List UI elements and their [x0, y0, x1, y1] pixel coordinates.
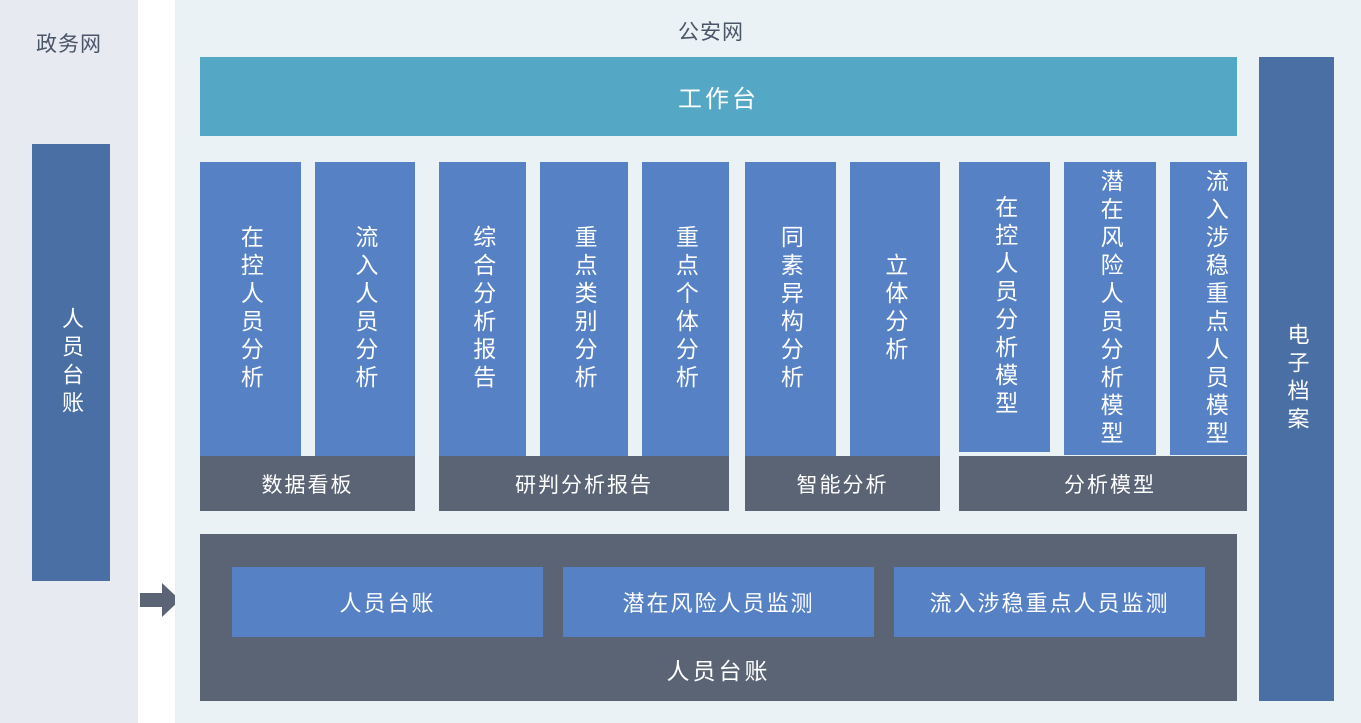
- ledger-box-label: 人员台账: [339, 591, 436, 616]
- government-network-panel: 政务网 人员台账: [0, 0, 138, 723]
- card-label: 流入涉稳重点人员模型: [1202, 168, 1229, 449]
- card-item[interactable]: 流入涉稳重点人员模型: [1169, 162, 1261, 455]
- government-personnel-ledger-box[interactable]: 人员台账: [32, 144, 110, 581]
- card-label: 流入人员分析: [351, 225, 378, 393]
- personnel-ledger-boxes: 人员台账 潜在风险人员监测 流入涉稳重点人员监测: [232, 567, 1205, 637]
- card-label: 立体分析: [881, 253, 908, 365]
- card-item[interactable]: 立体分析: [849, 162, 940, 456]
- group-footer[interactable]: 智能分析: [745, 456, 940, 511]
- card-item[interactable]: 潜在风险人员分析模型: [1064, 162, 1156, 455]
- group-footer-label: 智能分析: [796, 473, 889, 497]
- group-intelligent-analysis: 同素异构分析 立体分析 智能分析: [745, 162, 940, 511]
- group-footer[interactable]: 数据看板: [200, 456, 415, 511]
- electronic-archive-box[interactable]: 电子档案: [1259, 57, 1334, 701]
- capability-groups: 在控人员分析 流入人员分析 数据看板 综合分析报告 重点类别: [200, 162, 1261, 511]
- card-item[interactable]: 综合分析报告: [439, 162, 527, 456]
- group-analysis-model: 在控人员分析模型 潜在风险人员分析模型 流入涉稳重点人员模型 分析模型: [959, 162, 1261, 511]
- ledger-box-label: 流入涉稳重点人员监测: [929, 591, 1170, 616]
- card-item[interactable]: 流入人员分析: [314, 162, 415, 456]
- card-item[interactable]: 在控人员分析: [200, 162, 301, 456]
- card-label: 在控人员分析模型: [991, 195, 1018, 419]
- group-footer-label: 分析模型: [1064, 473, 1156, 497]
- group-footer[interactable]: 研判分析报告: [439, 456, 729, 511]
- ledger-box-item[interactable]: 流入涉稳重点人员监测: [894, 567, 1205, 637]
- public-security-network-panel: 公安网 工作台 在控人员分析 流入人员分析 数据看板: [175, 0, 1261, 723]
- group-cards: 在控人员分析 流入人员分析: [200, 162, 415, 456]
- card-label: 重点个体分析: [672, 225, 699, 393]
- group-cards: 综合分析报告 重点类别分析 重点个体分析: [439, 162, 729, 456]
- card-item[interactable]: 在控人员分析模型: [959, 162, 1051, 452]
- group-footer-label: 研判分析报告: [515, 473, 653, 497]
- group-analysis-report: 综合分析报告 重点类别分析 重点个体分析 研判分析报告: [439, 162, 729, 511]
- personnel-ledger-section: 人员台账 潜在风险人员监测 流入涉稳重点人员监测 人员台账: [200, 534, 1237, 701]
- ledger-box-label: 潜在风险人员监测: [622, 591, 815, 616]
- card-item[interactable]: 同素异构分析: [745, 162, 836, 456]
- card-label: 同素异构分析: [777, 225, 804, 393]
- arrow-right-icon: [138, 578, 182, 622]
- public-security-network-title: 公安网: [678, 21, 744, 44]
- ledger-box-item[interactable]: 人员台账: [232, 567, 543, 637]
- card-item[interactable]: 重点个体分析: [641, 162, 729, 456]
- card-label: 潜在风险人员分析模型: [1097, 168, 1124, 449]
- electronic-archive-label: 电子档案: [1284, 323, 1310, 435]
- card-item[interactable]: 重点类别分析: [540, 162, 628, 456]
- card-label: 综合分析报告: [469, 225, 496, 393]
- card-label: 在控人员分析: [237, 225, 264, 393]
- ledger-box-item[interactable]: 潜在风险人员监测: [563, 567, 874, 637]
- group-cards: 同素异构分析 立体分析: [745, 162, 940, 456]
- group-footer-label: 数据看板: [261, 473, 354, 497]
- group-data-dashboard: 在控人员分析 流入人员分析 数据看板: [200, 162, 415, 511]
- card-label: 重点类别分析: [571, 225, 598, 393]
- electronic-archive-panel: 电子档案: [1247, 0, 1361, 723]
- government-network-title: 政务网: [36, 33, 102, 56]
- government-personnel-ledger-label: 人员台账: [59, 306, 84, 419]
- workbench-bar[interactable]: 工作台: [200, 57, 1237, 136]
- personnel-ledger-caption: 人员台账: [666, 658, 771, 684]
- group-footer[interactable]: 分析模型: [959, 456, 1261, 511]
- workbench-label: 工作台: [678, 86, 759, 113]
- group-cards: 在控人员分析模型 潜在风险人员分析模型 流入涉稳重点人员模型: [959, 162, 1261, 456]
